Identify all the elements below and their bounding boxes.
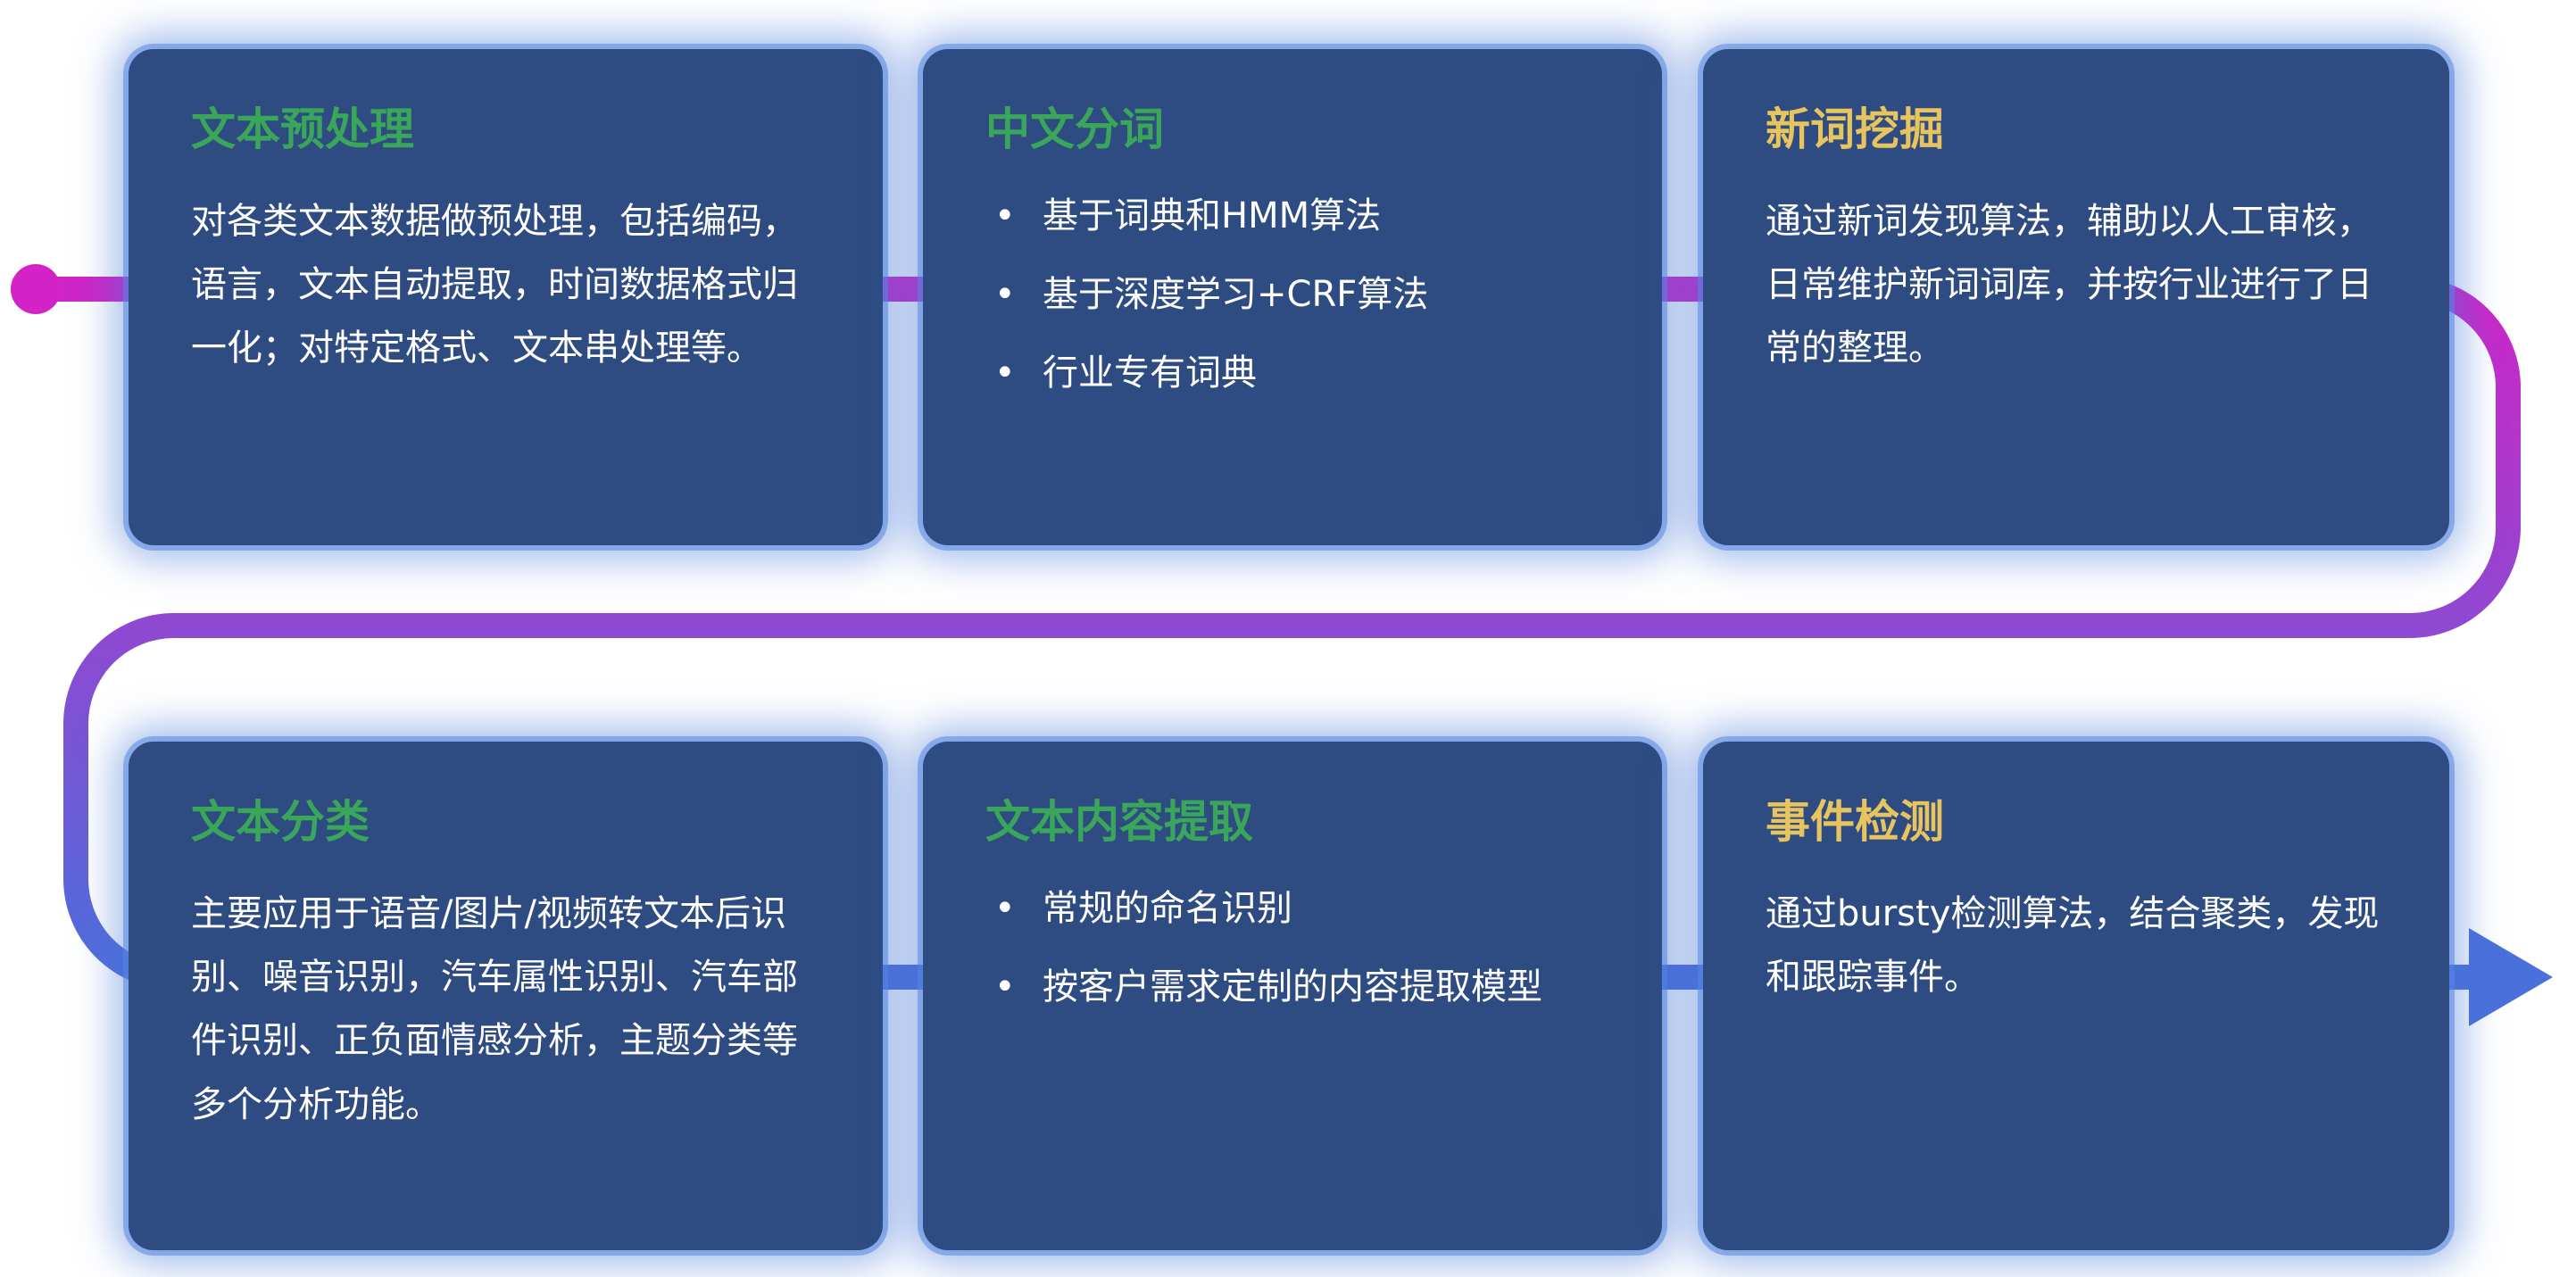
card-body: 通过新词发现算法，辅助以人工审核，日常维护新词词库，并按行业进行了日常的整理。 [1766,201,2372,369]
card-body: 通过bursty检测算法，结合聚类，发现和跟踪事件。 [1766,893,2380,999]
card-body: 对各类文本数据做预处理，包括编码，语言，文本自动提取，时间数据格式归一化；对特定… [191,201,798,369]
card-title: 新词挖掘 [1766,104,1944,155]
bullet-item: 基于深度学习+CRF算法 [985,269,1600,320]
bullet-list: 常规的命名识别 按客户需求定制的内容提取模型 [985,883,1600,1013]
card-new-word-mining: 新词挖掘 通过新词发现算法，辅助以人工审核，日常维护新词词库，并按行业进行了日常… [1703,49,2449,545]
flow-end-arrow-icon [2469,928,2553,1026]
card-title: 文本预处理 [191,104,414,155]
card-text-classification: 文本分类 主要应用于语音/图片/视频转文本后识别、噪音识别，汽车属性识别、汽车部… [129,742,883,1250]
card-title: 中文分词 [985,104,1164,155]
bullet-list: 基于词典和HMM算法 基于深度学习+CRF算法 行业专有词典 [985,190,1600,399]
flow-start-dot-icon [11,264,61,314]
bullet-item: 常规的命名识别 [985,883,1600,934]
card-body: 主要应用于语音/图片/视频转文本后识别、噪音识别，汽车属性识别、汽车部件识别、正… [191,893,798,1125]
card-text-preprocessing: 文本预处理 对各类文本数据做预处理，包括编码，语言，文本自动提取，时间数据格式归… [129,49,883,545]
bullet-item: 基于词典和HMM算法 [985,190,1600,242]
card-text-content-extraction: 文本内容提取 常规的命名识别 按客户需求定制的内容提取模型 [923,742,1662,1250]
card-title: 文本分类 [191,796,370,848]
flow-path [33,277,2521,990]
card-title: 文本内容提取 [985,796,1253,848]
card-title: 事件检测 [1766,796,1944,848]
card-event-detection: 事件检测 通过bursty检测算法，结合聚类，发现和跟踪事件。 [1703,742,2449,1250]
card-chinese-word-segmentation: 中文分词 基于词典和HMM算法 基于深度学习+CRF算法 行业专有词典 [923,49,1662,545]
bullet-item: 行业专有词典 [985,347,1600,399]
bullet-item: 按客户需求定制的内容提取模型 [985,961,1600,1013]
